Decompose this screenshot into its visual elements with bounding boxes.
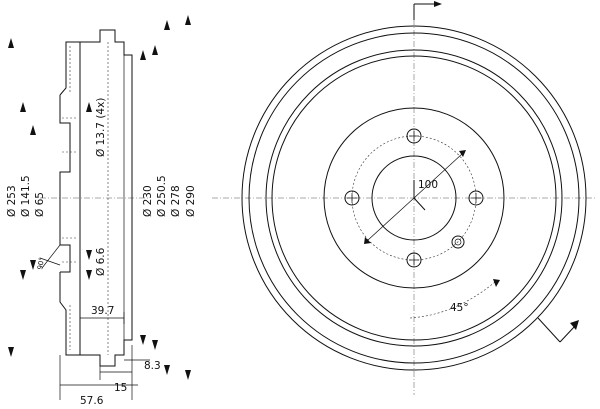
dim-angle90: 90° (36, 257, 46, 271)
dim-w39: 39.7 (91, 305, 114, 317)
dim-pcd: 100 (418, 179, 438, 191)
dim-d65: Ø 65 (34, 192, 46, 217)
dim-d278: Ø 278 (170, 185, 182, 217)
dim-d290: Ø 290 (185, 185, 197, 217)
dim-w576: 57.6 (80, 395, 104, 407)
dim-w83: 8.3 (144, 360, 161, 372)
side-section-view: Ø 253 Ø 141.5 Ø 65 Ø 13.7 (4x) Ø 6.6 Ø 2… (6, 15, 197, 407)
dim-d141: Ø 141.5 (20, 175, 32, 217)
dim-w15: 15 (114, 382, 127, 394)
dim-d250: Ø 250.5 (156, 175, 168, 217)
dim-angle45: 45° (450, 302, 469, 314)
dim-d253: Ø 253 (6, 185, 18, 217)
dim-d230: Ø 230 (142, 185, 154, 217)
dim-bolt-hole: Ø 13.7 (4x) (95, 98, 107, 157)
front-view: 100 45° (212, 1, 596, 395)
dim-d66: Ø 6.6 (95, 247, 107, 276)
